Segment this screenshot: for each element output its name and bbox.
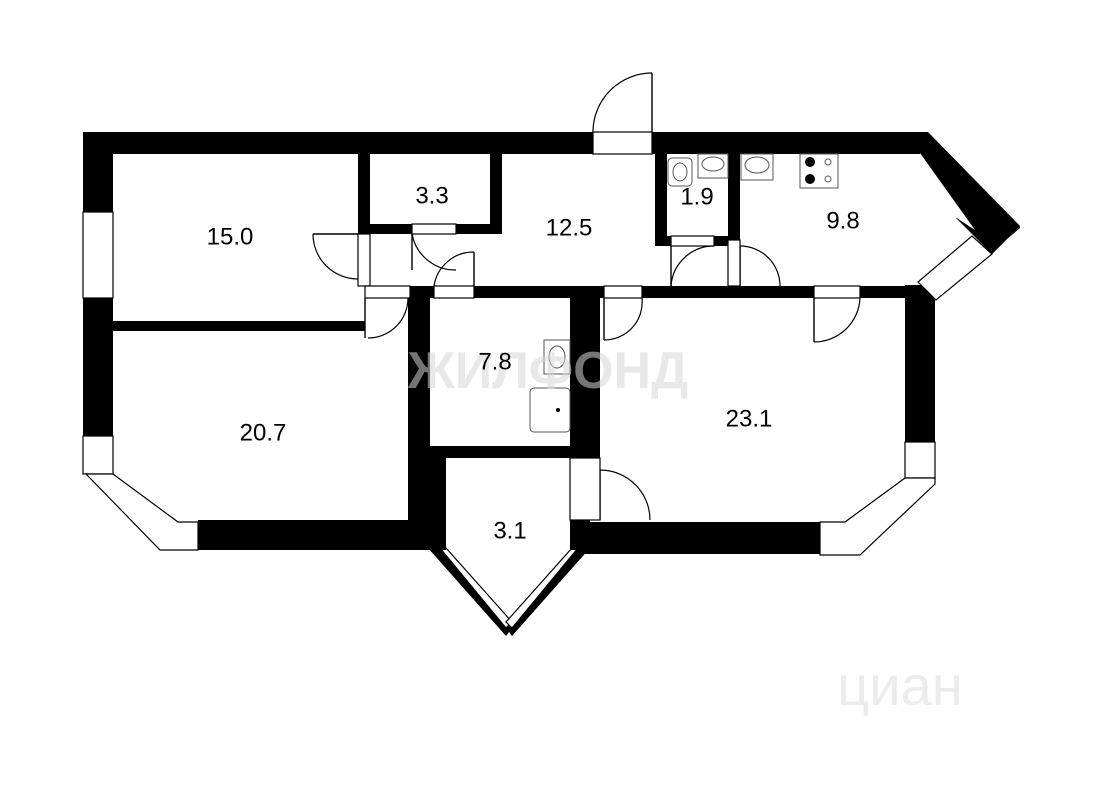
windows — [82, 131, 993, 629]
door-98[interactable] — [727, 239, 781, 287]
window-top-entrance — [592, 131, 653, 155]
wall-19-bottom-b — [714, 236, 740, 246]
door-33[interactable] — [411, 223, 457, 271]
room-label-15-0: 15.0 — [207, 223, 254, 250]
wall-19-right — [728, 154, 740, 246]
wall-33-bottom-b — [456, 224, 502, 234]
room-label-9-8: 9.8 — [826, 207, 859, 234]
wall-left-top — [83, 132, 113, 212]
wall-right-23 — [905, 285, 935, 442]
room-label-3-3: 3.3 — [415, 182, 448, 209]
window-9-8 — [917, 235, 993, 301]
sink-icon — [697, 153, 729, 179]
wall-top-right — [652, 132, 920, 154]
wall-19-left — [655, 154, 667, 246]
door-78[interactable] — [433, 251, 475, 299]
wall-corridor-bottom-c — [642, 286, 814, 298]
window-left-15 — [82, 211, 114, 299]
window-right-23 — [904, 441, 936, 479]
room-label-20-7: 20.7 — [240, 419, 287, 446]
wall-balcony-left — [428, 548, 512, 636]
fixtures — [529, 153, 839, 433]
bathroom-sink-icon — [543, 339, 571, 375]
wall-33-bottom-a — [370, 224, 412, 234]
wall-left-mid — [83, 298, 113, 436]
wall-33-left — [358, 154, 370, 234]
door-entrance[interactable] — [592, 72, 653, 133]
doors — [312, 72, 861, 521]
shower-tray-icon — [529, 387, 571, 433]
wall-bottom-23 — [570, 522, 820, 554]
wall-15-bottom — [113, 321, 365, 331]
window-balcony-right — [505, 547, 580, 629]
door-31[interactable] — [569, 457, 651, 521]
wall-top-left — [83, 132, 593, 154]
room-label-3-1: 3.1 — [493, 517, 526, 544]
wall-33-right — [490, 154, 502, 234]
watermark-primary: ЖИЛФОНД — [407, 342, 688, 400]
wall-corridor-bottom-b — [474, 286, 604, 298]
room-labels: 15.0 3.3 12.5 1.9 9.8 20.7 7.8 23.1 3.1 — [207, 182, 860, 544]
wall-balcony-right — [506, 548, 590, 636]
wall-diagonal-top-right — [905, 132, 1020, 254]
kitchen-sink-icon — [740, 153, 774, 181]
window-balcony-left — [438, 547, 513, 629]
window-corner-20 — [84, 473, 199, 551]
door-20[interactable] — [364, 285, 411, 339]
wall-19-bottom-a — [655, 236, 671, 246]
watermark-secondary: циан — [837, 654, 962, 717]
toilet-icon — [667, 157, 693, 187]
wall-20-right — [408, 298, 430, 550]
door-19[interactable] — [670, 235, 715, 287]
room-label-12-5: 12.5 — [546, 214, 593, 241]
wall-corridor-bottom-d — [860, 286, 920, 298]
wall-corridor-bottom-a — [410, 286, 434, 298]
window-corner-23 — [819, 477, 936, 556]
door-15[interactable] — [312, 233, 371, 287]
wall-31-left — [430, 458, 446, 550]
wall-bottom-20 — [198, 520, 446, 550]
room-label-23-1: 23.1 — [726, 405, 773, 432]
door-23-b[interactable] — [813, 285, 861, 343]
wall-31-right — [570, 520, 590, 550]
wall-78-right — [570, 298, 600, 458]
window-left-20 — [82, 435, 114, 475]
room-label-1-9: 1.9 — [680, 183, 713, 210]
wall-78-bottom — [430, 446, 570, 458]
stove-icon — [799, 153, 839, 189]
room-label-7-8: 7.8 — [478, 348, 511, 375]
door-23-a[interactable] — [603, 285, 643, 341]
